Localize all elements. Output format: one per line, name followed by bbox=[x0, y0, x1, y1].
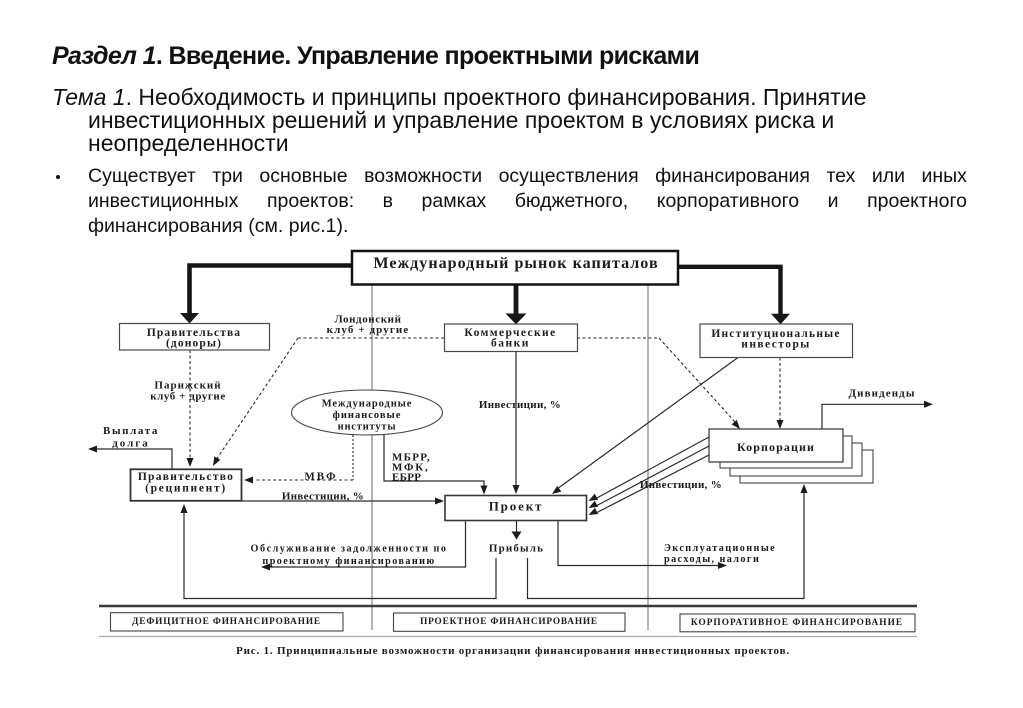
svg-text:Инвестиции, %: Инвестиции, % bbox=[479, 399, 561, 411]
svg-text:МВФ: МВФ bbox=[304, 471, 337, 483]
svg-text:инвесторы: инвесторы bbox=[741, 338, 810, 350]
svg-text:Выплата: Выплата bbox=[103, 425, 159, 437]
svg-text:ПРОЕКТНОЕ ФИНАНСИРОВАНИЕ: ПРОЕКТНОЕ ФИНАНСИРОВАНИЕ bbox=[420, 617, 598, 627]
svg-text:Лондонский: Лондонский bbox=[334, 313, 401, 325]
svg-text:Обслуживание задолженности по: Обслуживание задолженности по bbox=[251, 544, 448, 555]
svg-text:Прибыль: Прибыль bbox=[489, 543, 544, 555]
svg-text:Рис. 1. Принципиальные возможн: Рис. 1. Принципиальные возможности орган… bbox=[236, 645, 790, 657]
svg-text:Проект: Проект bbox=[489, 499, 544, 514]
svg-text:долга: долга bbox=[112, 438, 150, 450]
svg-text:Парижский: Парижский bbox=[154, 380, 221, 392]
svg-text:Коммерческие: Коммерческие bbox=[464, 327, 556, 339]
svg-text:банки: банки bbox=[491, 337, 530, 349]
svg-text:Правительство: Правительство bbox=[138, 471, 234, 483]
svg-text:МБРР,: МБРР, bbox=[392, 452, 431, 464]
svg-text:финансовые: финансовые bbox=[333, 410, 402, 421]
svg-text:КОРПОРАТИВНОЕ ФИНАНСИРОВАНИЕ: КОРПОРАТИВНОЕ ФИНАНСИРОВАНИЕ bbox=[691, 618, 903, 628]
svg-text:Институциональные: Институциональные bbox=[711, 328, 840, 340]
svg-text:проектному финансированию: проектному финансированию bbox=[262, 556, 435, 567]
svg-text:Инвестиции, %: Инвестиции, % bbox=[640, 479, 722, 491]
svg-text:Международные: Международные bbox=[322, 399, 413, 410]
svg-text:Инвестиции, %: Инвестиции, % bbox=[282, 491, 364, 503]
svg-text:клуб + другие: клуб + другие bbox=[150, 391, 226, 403]
svg-text:Эксплуатационные: Эксплуатационные bbox=[664, 543, 776, 554]
svg-text:(доноры): (доноры) bbox=[166, 338, 222, 350]
svg-text:Корпорации: Корпорации bbox=[737, 440, 815, 454]
svg-text:Правительства: Правительства bbox=[147, 327, 241, 339]
svg-text:Международный рынок капиталов: Международный рынок капиталов bbox=[373, 255, 658, 272]
svg-text:расходы, налоги: расходы, налоги bbox=[664, 554, 760, 565]
svg-text:(реципиент): (реципиент) bbox=[145, 482, 227, 494]
svg-text:клуб + другие: клуб + другие bbox=[327, 324, 410, 336]
svg-text:МФК,: МФК, bbox=[392, 462, 430, 474]
svg-text:институты: институты bbox=[338, 422, 397, 433]
svg-text:ЕБРР: ЕБРР bbox=[392, 471, 421, 483]
svg-text:ДЕФИЦИТНОЕ ФИНАНСИРОВАНИЕ: ДЕФИЦИТНОЕ ФИНАНСИРОВАНИЕ bbox=[132, 617, 321, 627]
svg-text:Дивиденды: Дивиденды bbox=[848, 387, 915, 399]
